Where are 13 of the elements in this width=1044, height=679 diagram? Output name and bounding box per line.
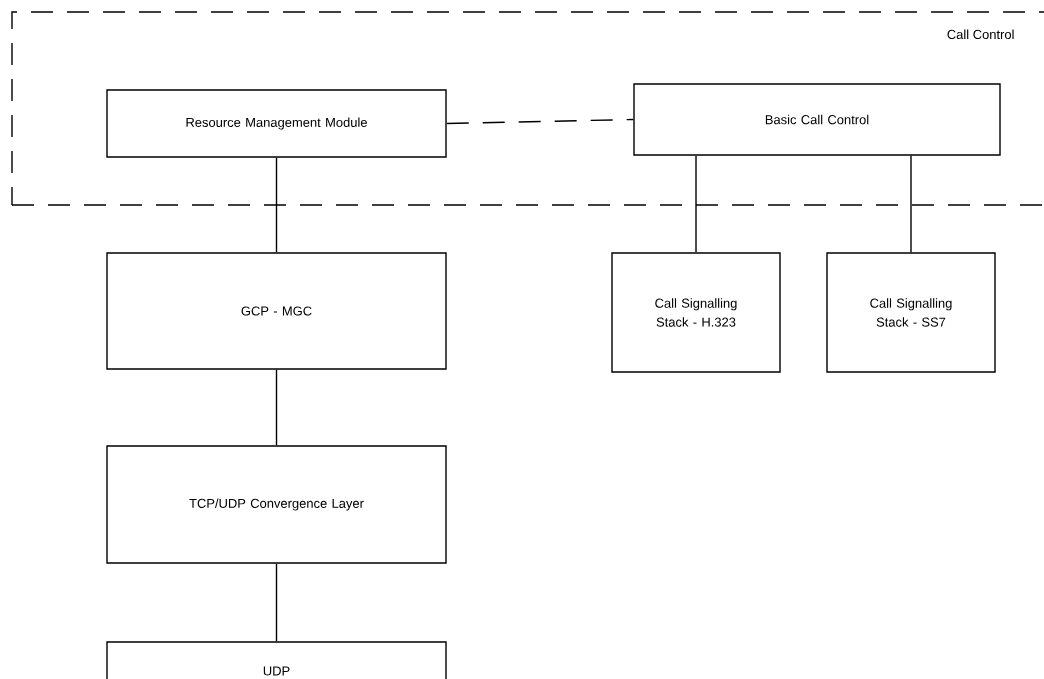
connector-line <box>275 563 278 642</box>
process-box: Resource Management Module <box>106 89 447 158</box>
connector-line <box>275 369 278 446</box>
process-box: Basic Call Control <box>633 83 1001 156</box>
connector-line <box>446 118 634 125</box>
connector-line <box>695 155 697 253</box>
connector-line <box>275 157 278 253</box>
process-box: Call Signalling Stack - SS7 <box>826 252 996 373</box>
process-box: UDP <box>106 641 447 679</box>
process-box: GCP - MGC <box>106 252 447 370</box>
process-box: TCP/UDP Convergence Layer <box>106 445 447 564</box>
process-box: Call Signalling Stack - H.323 <box>611 252 781 373</box>
connector-line <box>910 155 912 253</box>
